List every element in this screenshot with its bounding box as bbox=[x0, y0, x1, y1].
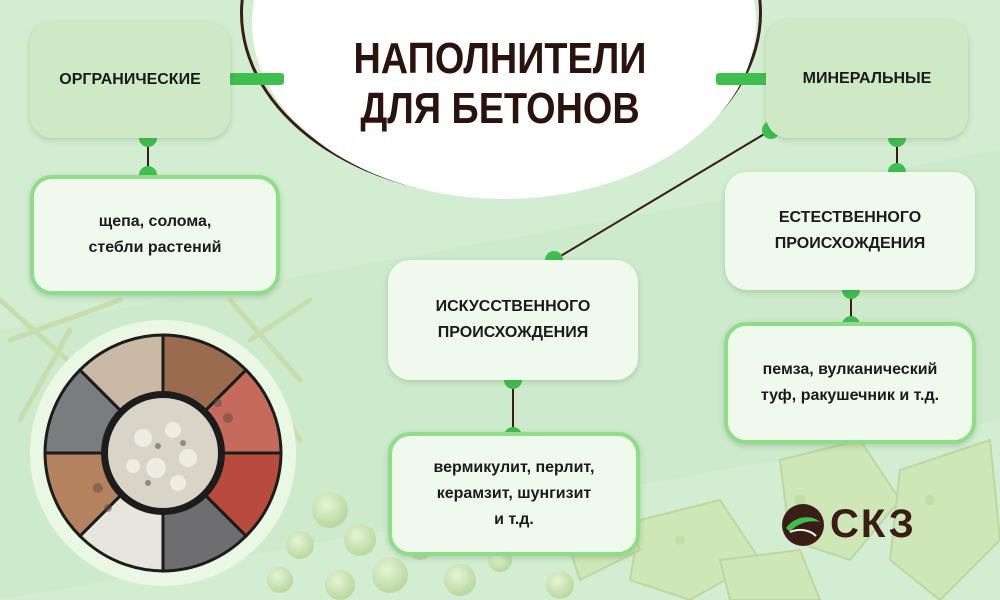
artificial-origin-box: ИСКУССТВЕННОГО ПРОИСХОЖДЕНИЯ bbox=[388, 260, 638, 380]
natural-examples-box: пемза, вулканический туф, ракушечник и т… bbox=[724, 322, 976, 444]
natural-origin-box: ЕСТЕСТВЕННОГО ПРОИСХОЖДЕНИЯ bbox=[725, 172, 975, 290]
natural-origin-label: ЕСТЕСТВЕННОГО ПРОИСХОЖДЕНИЯ bbox=[774, 209, 926, 252]
mineral-category-box: МИНЕРАЛЬНЫЕ bbox=[766, 20, 968, 138]
artificial-examples-box: вермикулит, перлит, керамзит, шунгизит и… bbox=[388, 432, 640, 556]
mineral-label: МИНЕРАЛЬНЫЕ bbox=[802, 70, 932, 87]
artificial-examples: вермикулит, перлит, керамзит, шунгизит и… bbox=[433, 459, 595, 528]
page-title: НАПОЛНИТЕЛИ ДЛЯ БЕТОНОВ bbox=[353, 34, 647, 133]
logo-text: СКЗ bbox=[830, 502, 916, 546]
organic-label: ОРГРАНИЧЕСКИЕ bbox=[59, 71, 201, 88]
company-logo: СКЗ bbox=[780, 500, 930, 550]
aggregates-image bbox=[30, 320, 296, 586]
organic-examples-box: щепа, солома, стебли растений bbox=[30, 175, 280, 295]
leaf-swirl-icon bbox=[782, 504, 824, 546]
natural-examples: пемза, вулканический туф, ракушечник и т… bbox=[760, 361, 940, 404]
organic-category-box: ОРГРАНИЧЕСКИЕ bbox=[30, 22, 230, 138]
connector-title-mineral bbox=[716, 73, 774, 85]
connector-organic-title bbox=[228, 73, 284, 85]
organic-examples: щепа, солома, стебли растений bbox=[88, 213, 222, 256]
artificial-origin-label: ИСКУССТВЕННОГО ПРОИСХОЖДЕНИЯ bbox=[435, 298, 591, 341]
